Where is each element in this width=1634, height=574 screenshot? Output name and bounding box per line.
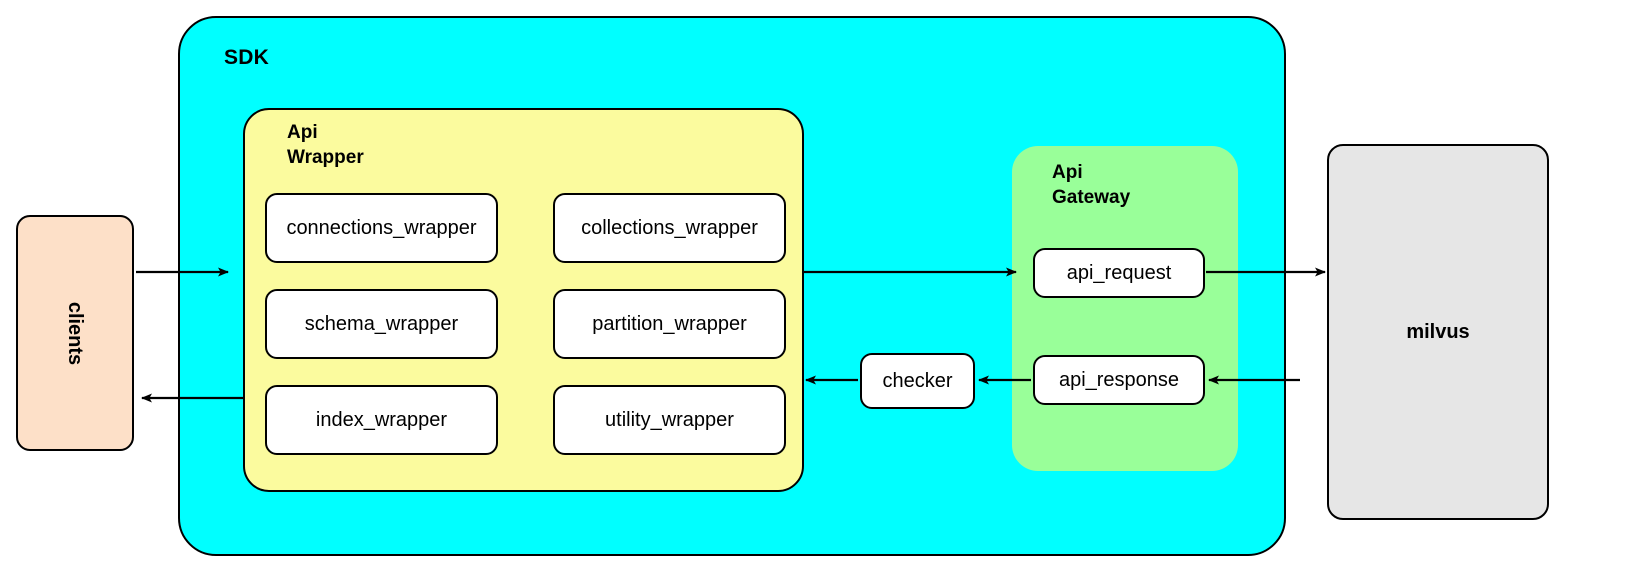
module-label: connections_wrapper (286, 216, 477, 239)
module-schema-wrapper[interactable]: schema_wrapper (265, 289, 498, 359)
api-request-node[interactable]: api_request (1033, 248, 1205, 298)
module-label: schema_wrapper (304, 312, 459, 335)
module-partition-wrapper[interactable]: partition_wrapper (553, 289, 786, 359)
module-label: partition_wrapper (592, 312, 747, 335)
module-label: index_wrapper (315, 408, 448, 431)
sdk-title: SDK (224, 46, 269, 69)
module-utility-wrapper[interactable]: utility_wrapper (553, 385, 786, 455)
api-gateway-container[interactable]: Api Gateway (1012, 146, 1238, 471)
clients-node[interactable]: clients (16, 215, 134, 451)
api-response-label: api_response (1058, 368, 1180, 391)
module-index-wrapper[interactable]: index_wrapper (265, 385, 498, 455)
api-request-label: api_request (1066, 261, 1172, 284)
checker-node[interactable]: checker (860, 353, 975, 409)
module-collections-wrapper[interactable]: collections_wrapper (553, 193, 786, 263)
module-label: collections_wrapper (581, 216, 758, 239)
clients-label: clients (64, 301, 87, 365)
checker-label: checker (882, 369, 953, 392)
api-response-node[interactable]: api_response (1033, 355, 1205, 405)
module-connections-wrapper[interactable]: connections_wrapper (265, 193, 498, 263)
milvus-node[interactable]: milvus (1327, 144, 1549, 520)
milvus-label: milvus (1406, 320, 1470, 343)
module-label: utility_wrapper (605, 408, 734, 431)
api-wrapper-title: Api Wrapper (287, 122, 364, 168)
api-gateway-title: Api Gateway (1052, 162, 1131, 208)
